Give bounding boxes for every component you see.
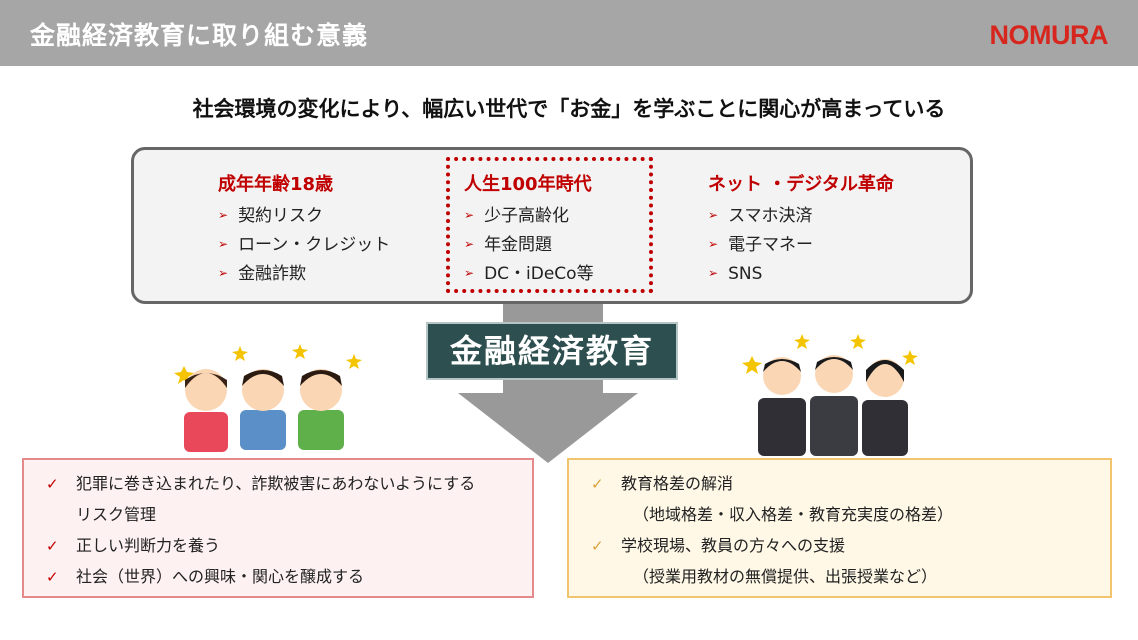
arrow-bullet-icon: ➢ bbox=[708, 208, 719, 222]
trends-box: 成年年齢18歳 ➢契約リスク ➢ローン・クレジット ➢金融詐欺 人生100年時代… bbox=[131, 147, 973, 304]
list-item: ➢ローン・クレジット bbox=[218, 231, 390, 260]
arrow-bullet-icon: ➢ bbox=[218, 208, 229, 222]
checkmark-icon: ✓ bbox=[591, 475, 604, 493]
list-item: ➢金融詐欺 bbox=[218, 260, 390, 289]
subtitle: 社会環境の変化により、幅広い世代で「お金」を学ぶことに関心が高まっている bbox=[192, 97, 946, 121]
arrow-bullet-icon: ➢ bbox=[218, 237, 229, 251]
column-title: 人生100年時代 bbox=[464, 174, 592, 195]
arrow-bullet-icon: ➢ bbox=[464, 266, 475, 280]
list-item: ✓学校現場、教員の方々への支援 bbox=[591, 530, 953, 561]
arrow-bullet-icon: ➢ bbox=[218, 266, 229, 280]
list-item: ✓正しい判断力を養う bbox=[46, 530, 475, 561]
list-item: ➢電子マネー bbox=[708, 231, 894, 260]
checkmark-icon: ✓ bbox=[46, 475, 59, 493]
arrow-bullet-icon: ➢ bbox=[464, 208, 475, 222]
benefits-for-students-box: ✓犯罪に巻き込まれたり、詐欺被害にあわないようにする リスク管理 ✓正しい判断力… bbox=[22, 458, 534, 598]
list-item: ✓犯罪に巻き込まれたり、詐欺被害にあわないようにする bbox=[46, 468, 475, 499]
arrow-bullet-icon: ➢ bbox=[708, 237, 719, 251]
children-illustration bbox=[174, 344, 362, 452]
checkmark-icon: ✓ bbox=[591, 537, 604, 555]
arrow-bullet-icon: ➢ bbox=[464, 237, 475, 251]
list-item: ➢少子高齢化 bbox=[464, 202, 594, 231]
checkmark-icon: ✓ bbox=[46, 568, 59, 586]
list-item: ✓教育格差の解消 bbox=[591, 468, 953, 499]
list-item: ➢スマホ決済 bbox=[708, 202, 894, 231]
benefits-for-schools-box: ✓教育格差の解消 （地域格差・収入格差・教育充実度の格差） ✓学校現場、教員の方… bbox=[567, 458, 1112, 598]
company-logo: NOMURA bbox=[989, 20, 1109, 50]
list-item-note: （地域格差・収入格差・教育充実度の格差） bbox=[633, 505, 954, 524]
checkmark-icon: ✓ bbox=[46, 537, 59, 555]
list-item: ✓社会（世界）への興味・関心を醸成する bbox=[46, 561, 475, 592]
list-item-note: （授業用教材の無償提供、出張授業など） bbox=[633, 567, 938, 586]
page-title: 金融経済教育に取り組む意義 bbox=[30, 21, 369, 50]
adults-illustration bbox=[742, 334, 918, 456]
center-label: 金融経済教育 bbox=[426, 322, 678, 380]
down-arrow-icon bbox=[458, 393, 638, 463]
arrow-bullet-icon: ➢ bbox=[708, 266, 719, 280]
header-bar: 金融経済教育に取り組む意義 NOMURA bbox=[0, 0, 1138, 66]
trend-column-100-years: 人生100年時代 ➢少子高齢化 ➢年金問題 ➢DC・iDeCo等 bbox=[464, 170, 594, 289]
list-item-continuation: リスク管理 bbox=[76, 505, 157, 524]
list-item: ➢年金問題 bbox=[464, 231, 594, 260]
column-title: ネット ・デジタル革命 bbox=[708, 174, 894, 195]
highlight-dotted-frame bbox=[446, 157, 653, 293]
trend-column-adult-age: 成年年齢18歳 ➢契約リスク ➢ローン・クレジット ➢金融詐欺 bbox=[218, 170, 390, 289]
list-item: ➢DC・iDeCo等 bbox=[464, 260, 594, 289]
trend-column-digital: ネット ・デジタル革命 ➢スマホ決済 ➢電子マネー ➢SNS bbox=[708, 170, 894, 289]
list-item: ➢契約リスク bbox=[218, 202, 390, 231]
list-item: ➢SNS bbox=[708, 260, 894, 289]
column-title: 成年年齢18歳 bbox=[218, 174, 334, 195]
